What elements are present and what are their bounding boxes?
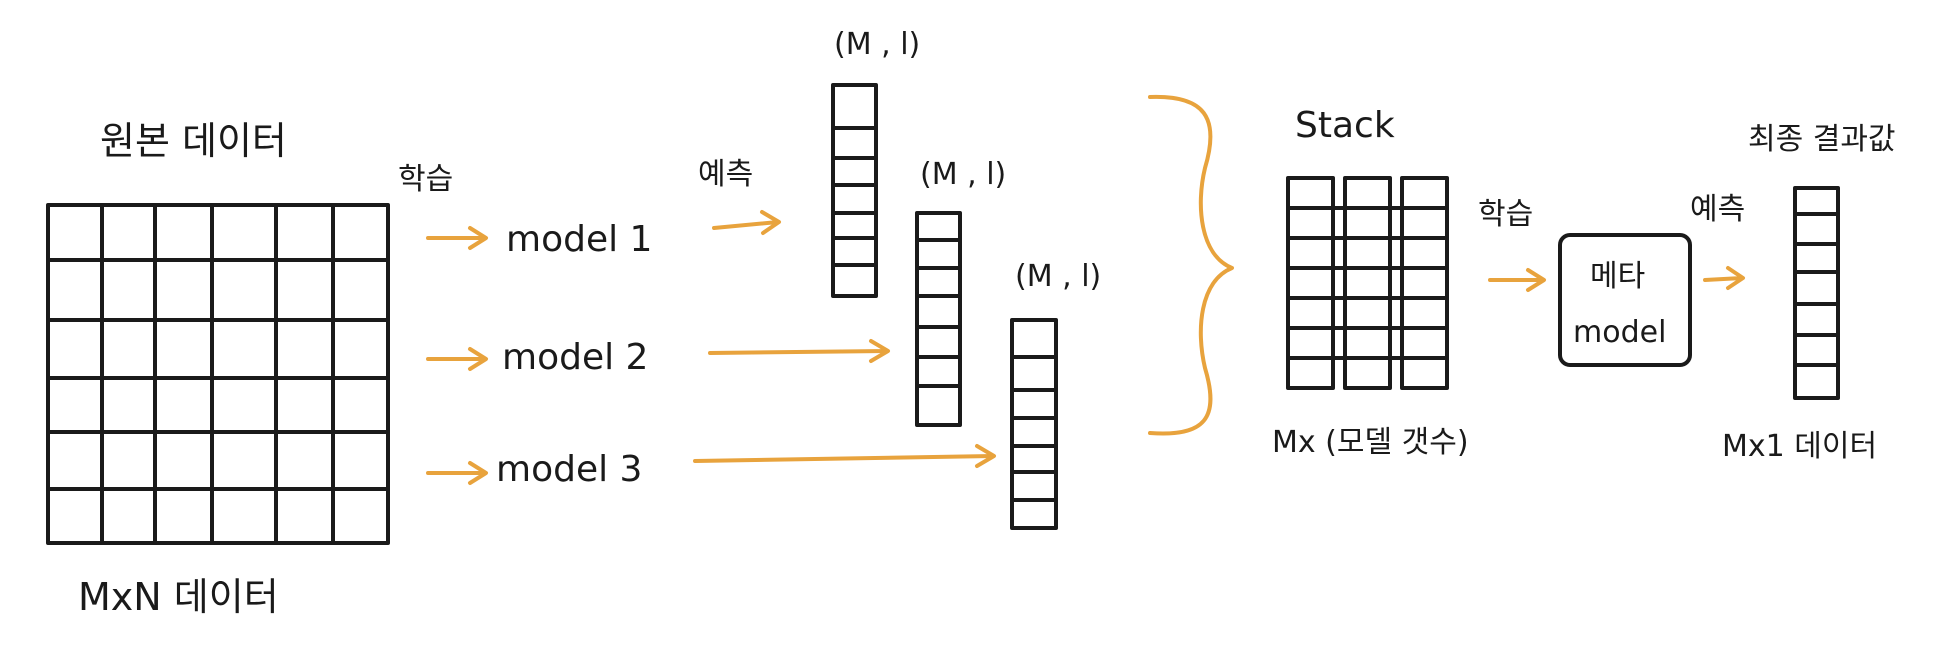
- arrow-to-model-1: [426, 226, 488, 250]
- train-label-1: 학습: [398, 162, 454, 197]
- predict-label-1: 예측: [698, 157, 754, 192]
- final-shape-label: Mx1 데이터: [1722, 429, 1878, 464]
- prediction-column-1: [831, 83, 878, 298]
- train-label-2: 학습: [1478, 197, 1534, 232]
- arrow-to-final-result: [1703, 266, 1745, 290]
- model-3-label: model 3: [496, 449, 643, 490]
- predict-label-2: 예측: [1690, 192, 1746, 227]
- shape-label-1: (M , l): [834, 27, 921, 62]
- arrow-model-1-to-pred: [712, 210, 781, 235]
- stack-curly-brace: [1148, 94, 1234, 436]
- stack-label: Stack: [1295, 105, 1395, 146]
- arrow-to-model-2: [426, 347, 488, 371]
- data-matrix-grid: [46, 203, 390, 545]
- meta-label-line1: 메타: [1590, 259, 1646, 294]
- predict-arrows: [693, 210, 996, 468]
- arrow-model-3-to-pred: [693, 444, 996, 468]
- stack-shape-label: Mx (모델 갯수): [1272, 425, 1469, 460]
- shape-label-3: (M , l): [1015, 259, 1102, 294]
- matrix-vertical-lines: [100, 203, 335, 545]
- train-arrows: [426, 226, 488, 485]
- final-result-label: 최종 결과값: [1748, 122, 1896, 157]
- model-1-label: model 1: [506, 219, 653, 260]
- matrix-horizontal-lines: [46, 258, 390, 491]
- matrix-border: [46, 203, 390, 545]
- prediction-column-3: [1010, 318, 1058, 530]
- shape-label-2: (M , l): [920, 157, 1007, 192]
- model-2-label: model 2: [502, 337, 649, 378]
- arrow-to-meta-model: [1488, 268, 1546, 292]
- final-result-column: [1793, 186, 1840, 400]
- stacked-rows: [1286, 206, 1449, 360]
- arrow-to-model-3: [426, 461, 488, 485]
- original-data-label: 원본 데이터: [100, 119, 287, 163]
- stacked-columns: [1286, 176, 1449, 390]
- meta-label-line2: model: [1573, 315, 1667, 350]
- meta-model-box: [1558, 233, 1692, 367]
- arrow-model-2-to-pred: [708, 339, 890, 363]
- matrix-size-label: MxN 데이터: [78, 575, 279, 619]
- prediction-column-2: [915, 211, 962, 427]
